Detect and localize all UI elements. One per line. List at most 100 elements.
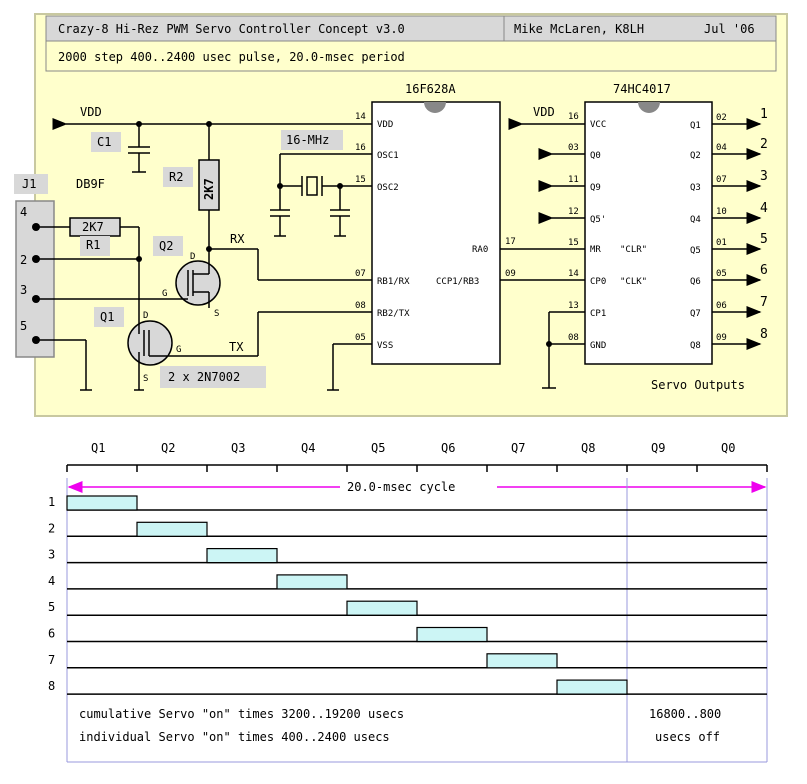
j1-type: DB9F: [76, 177, 105, 191]
counter-pin-num: 05: [716, 269, 727, 279]
servo-output-number: 3: [760, 169, 768, 184]
counter-pin-name: CP1: [590, 309, 606, 319]
mcu-pin-lines: [327, 343, 372, 391]
counter-pin-num: 10: [716, 207, 727, 217]
mcu-pin-num: 07: [355, 269, 366, 279]
servo-output-number: 4: [760, 201, 768, 216]
mcu-pin-name: RA0: [472, 245, 488, 255]
counter-left-pins: 16 VCC 03 Q0 11 Q9 12 Q5' 15 MR "CLR" 14…: [568, 112, 647, 351]
title-author: Mike McLaren, K8LH: [514, 22, 644, 36]
counter-pin-num: 12: [568, 207, 579, 217]
counter-pin-name: VCC: [590, 120, 606, 130]
timing-slot-label: Q4: [301, 441, 315, 455]
q1-label: Q1: [100, 310, 114, 324]
counter-pin-num: 04: [716, 143, 727, 153]
counter-pin-name: Q4: [690, 215, 701, 225]
j1-pin-5: 5: [20, 319, 27, 333]
servo-outputs-label: Servo Outputs: [651, 378, 745, 392]
j1-pin-3: 3: [20, 283, 27, 297]
mcu-pin-name: OSC2: [377, 183, 399, 193]
title-main: Crazy-8 Hi-Rez PWM Servo Controller Conc…: [58, 22, 405, 36]
counter-pin-num: 03: [568, 143, 579, 153]
servo-output-number: 8: [760, 327, 768, 342]
vdd-rail-left: [52, 118, 372, 264]
mcu-pin-num: 05: [355, 333, 366, 343]
mcu-pin-name: VDD: [377, 120, 393, 130]
q1-drain: D: [143, 311, 148, 321]
mcu-chip: [371, 101, 501, 365]
timing-row-label: 3: [48, 548, 55, 562]
q1-mosfet: [127, 310, 372, 391]
title-subtitle: 2000 step 400..2400 usec pulse, 20.0-mse…: [58, 50, 405, 64]
q2-source: S: [214, 309, 219, 319]
counter-pin-name: CP0: [590, 277, 606, 287]
counter-pin-num: 13: [568, 301, 579, 311]
r2-resistor: [198, 159, 220, 211]
timing-slot-label: Q9: [651, 441, 665, 455]
servo-output-number: 7: [760, 295, 768, 310]
mcu-pin-name: OSC1: [377, 151, 399, 161]
timing-row-label: 1: [48, 495, 55, 509]
counter-pin-name: Q5': [590, 215, 606, 225]
timing-slot-label: Q6: [441, 441, 455, 455]
q2-gate: G: [162, 289, 167, 299]
timing-row-label: 5: [48, 600, 55, 614]
r2-label: R2: [169, 170, 183, 184]
j1-pin-2: 2: [20, 253, 27, 267]
counter-chip: [584, 101, 713, 365]
servo-pulse: [486, 653, 558, 669]
servo-pulse: [66, 495, 138, 511]
counter-pin-name: Q7: [690, 309, 701, 319]
cycle-label: 20.0-msec cycle: [347, 480, 455, 494]
q2-mosfet: [175, 260, 221, 308]
counter-pin-name: Q9: [590, 183, 601, 193]
q1-gate: G: [176, 345, 181, 355]
tx-label: TX: [229, 340, 244, 354]
vdd-left-label: VDD: [80, 105, 102, 119]
timing-row-label: 6: [48, 627, 55, 641]
counter-pin-num: 11: [568, 175, 579, 185]
note-off-unit: usecs off: [655, 730, 720, 744]
mcu-counter-wires: [500, 118, 585, 389]
counter-pin-num: 07: [716, 175, 727, 185]
timing-slot-label: Q0: [721, 441, 735, 455]
j1-wiring: [36, 226, 178, 391]
mcu-pin-num: 17: [505, 237, 516, 247]
rx-label: RX: [230, 232, 245, 246]
mcu-left-pins: 14 VDD 16 OSC1 15 OSC2 07 RB1/RX 08 RB2/…: [355, 112, 410, 351]
mcu-pin-name: VSS: [377, 341, 393, 351]
q2-label: Q2: [159, 239, 173, 253]
servo-output-number: 1: [760, 107, 768, 122]
counter-pin-name: MR: [590, 245, 601, 255]
r2-value: 2K7: [202, 178, 216, 200]
mcu-pin-num: 14: [355, 112, 366, 122]
j1-pin-4: 4: [20, 205, 27, 219]
mcu-pin-name: CCP1/RB3: [436, 277, 479, 287]
counter-pin-note: "CLR": [620, 245, 647, 255]
servo-pulse: [346, 600, 418, 616]
counter-name: 74HC4017: [613, 82, 671, 96]
counter-pin-num: 14: [568, 269, 579, 279]
servo-output-number: 2: [760, 137, 768, 152]
counter-pin-num: 06: [716, 301, 727, 311]
timing-slot-label: Q2: [161, 441, 175, 455]
r1-label: R1: [86, 238, 100, 252]
counter-pin-num: 16: [568, 112, 579, 122]
counter-pin-name: Q8: [690, 341, 701, 351]
title-date: Jul '06: [704, 22, 755, 36]
c1-label: C1: [97, 135, 111, 149]
note-individual: individual Servo "on" times 400..2400 us…: [79, 730, 390, 744]
timing-row-label: 2: [48, 521, 55, 535]
counter-pin-name: Q2: [690, 151, 701, 161]
mcu-pin-num: 16: [355, 143, 366, 153]
note-off-value: 16800..800: [649, 707, 721, 721]
j1-label: J1: [22, 177, 36, 191]
mcu-pin-num: 09: [505, 269, 516, 279]
counter-pin-name: Q3: [690, 183, 701, 193]
title-block: Crazy-8 Hi-Rez PWM Servo Controller Conc…: [45, 15, 777, 72]
counter-pin-name: Q5: [690, 246, 701, 256]
servo-pulse: [136, 521, 208, 537]
